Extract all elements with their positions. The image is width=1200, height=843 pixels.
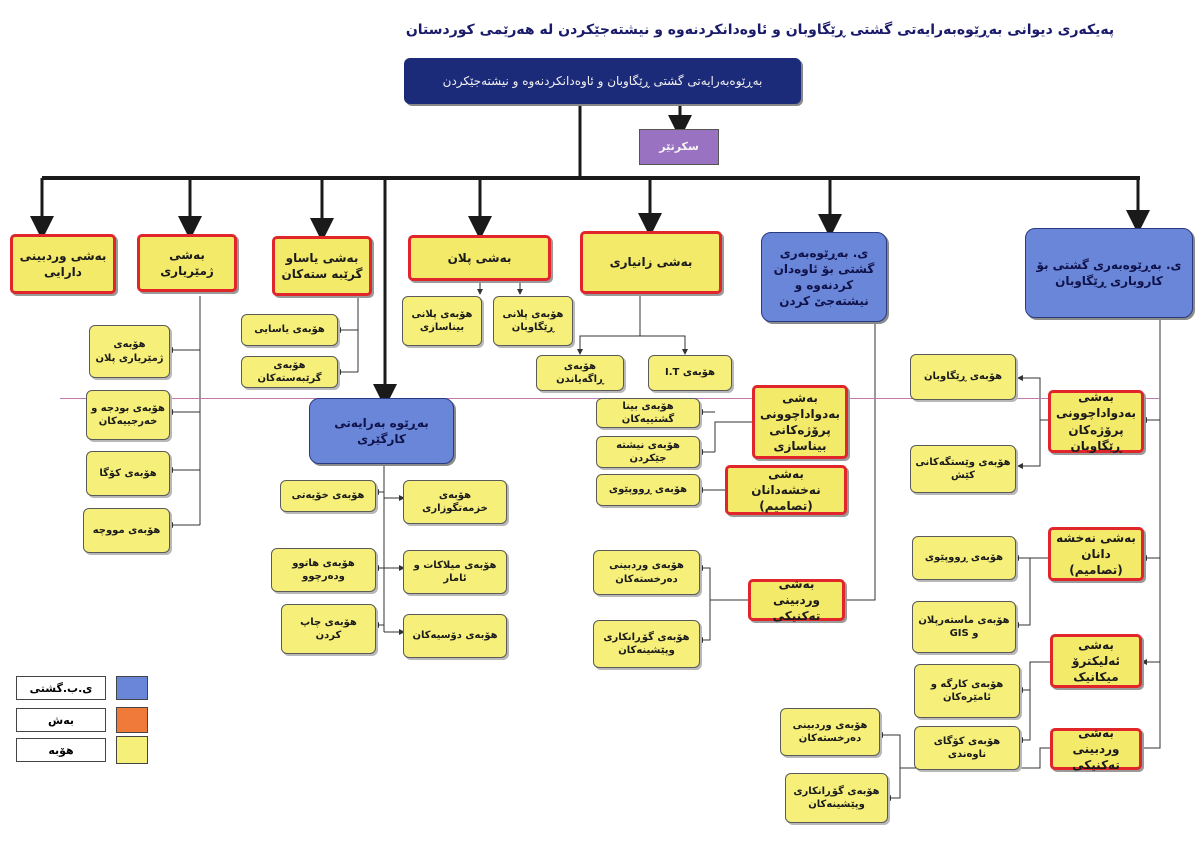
unit-warehouse: هۆبەی کۆگا — [86, 451, 170, 496]
general-roads: ی. بەڕێوەبەری گشتی بۆ کاروباری ڕێگاوبان — [1025, 228, 1193, 318]
legend-label-section: بەش — [16, 708, 106, 732]
unit-printing: هۆبەی چاپ کردن — [281, 604, 376, 654]
unit-central-store: هۆبەی کۆگای ناوەندی — [914, 726, 1020, 770]
unit-legal: هۆبەی یاسایی — [241, 314, 338, 346]
unit-it: هۆبەی I.T — [648, 355, 732, 391]
unit-personnel: هۆبەی خۆیەتی — [280, 480, 376, 512]
director-box: بەڕێوەبەرایەتی گشتی ڕێگاوبان و ئاوەدانکر… — [404, 58, 801, 104]
general-administration: بەڕێوە بەرایەتی کارگێری — [309, 398, 454, 464]
section-property-audit: بەشی وردبینی دارایی — [10, 234, 116, 294]
unit-masterplan: هۆبەی ماستەرپلان و GIS — [912, 601, 1016, 653]
section-accounting: بەشی ژمێریاری — [137, 234, 237, 292]
unit-budget: هۆبەی بودجە و خەرجییەکان — [86, 390, 170, 440]
section-planning: بەشی پلان — [408, 235, 551, 281]
legend-label-general: ی.ب.گشتی — [16, 676, 106, 700]
unit-build-plan: هۆبەی پلانی بیناسازی — [402, 296, 482, 346]
unit-housing: هۆبەی نیشتە جێکردن — [596, 436, 700, 468]
unit-correspondence: هۆبەی هاتوو ودەرچوو — [271, 548, 376, 592]
section-design-mid: بەشی نەخشەدانان (تصاميم) — [725, 465, 847, 515]
unit-survey-mid: هۆبەی ڕووپێوی — [596, 474, 700, 506]
secretary-box: سکرتێر — [639, 129, 719, 165]
unit-public-buildings: هۆبەی بینا گشتییەکان — [596, 398, 700, 428]
legend-swatch-general — [116, 676, 148, 700]
unit-acc-planning: هۆبەی ژمێریاری پلان — [89, 325, 170, 378]
section-legal: بەشی یاساو گرێبە ستەکان — [272, 236, 372, 296]
legend-swatch-section — [116, 707, 148, 733]
legend-swatch-unit — [116, 736, 148, 764]
unit-road-plan: هۆبەی پلانی ڕێگاوبان — [493, 296, 573, 346]
section-design-right: بەشی نەخشە دانان (تصاميم) — [1048, 527, 1144, 581]
unit-properties: هۆبەی میلاکات و ئامار — [403, 550, 507, 594]
unit-bridges: هۆبەی وێستگەکانی کێش — [910, 445, 1016, 493]
unit-contracts: هۆبەی گرێبەستەکان — [241, 356, 338, 388]
section-electromechanical: بەشی ئەلیکترۆ میکانیک — [1050, 634, 1142, 688]
page-title: پەیکەری دیوانی بەڕێوەبەرایەتی گشتی ڕێگاو… — [405, 22, 1115, 38]
legend-label-unit: هۆبە — [16, 738, 106, 762]
section-tech-audit-mid: بەشی وردبینی تەکنیکی — [748, 577, 845, 623]
section-it: بەشی زانیاری — [580, 231, 722, 294]
section-followup-building: بەشی بەدواداچوونی پرۆژەکانی بیناسازی — [752, 385, 848, 459]
unit-salary: هۆبەی مووچە — [83, 508, 170, 553]
unit-media: هۆبەی ڕاگەیاندن — [536, 355, 624, 391]
general-reconstruction: ی. بەڕێوەبەری گشتی بۆ ئاوەدان کردنەوە و … — [761, 232, 887, 322]
unit-roads: هۆبەی ڕێگاوبان — [910, 354, 1016, 400]
unit-files: هۆبەی دۆسیەکان — [403, 614, 507, 658]
section-followup-roads: بەشی بەدواداچوونی پرۆژەکان ڕێگاوبان — [1048, 390, 1144, 453]
unit-drawings-right: هۆبەی گۆڕانکاری وپێشینەکان — [785, 773, 888, 823]
unit-material-audit-mid: هۆبەی وردبینی دەرخستەکان — [593, 550, 700, 595]
unit-material-audit-right: هۆبەی وردبینی دەرخستەکان — [780, 708, 880, 756]
unit-survey-right: هۆبەی ڕووپێوی — [912, 536, 1016, 580]
unit-services: هۆبەی خزمەتگوزاری — [403, 480, 507, 524]
section-tech-audit-right: بەشی وردبینی تەکنیکی — [1050, 726, 1142, 772]
unit-drawings-mid: هۆبەی گۆڕانکاری وپێشینەکان — [593, 620, 700, 668]
unit-workshop: هۆبەی کارگە و ئامێرەکان — [914, 664, 1020, 718]
